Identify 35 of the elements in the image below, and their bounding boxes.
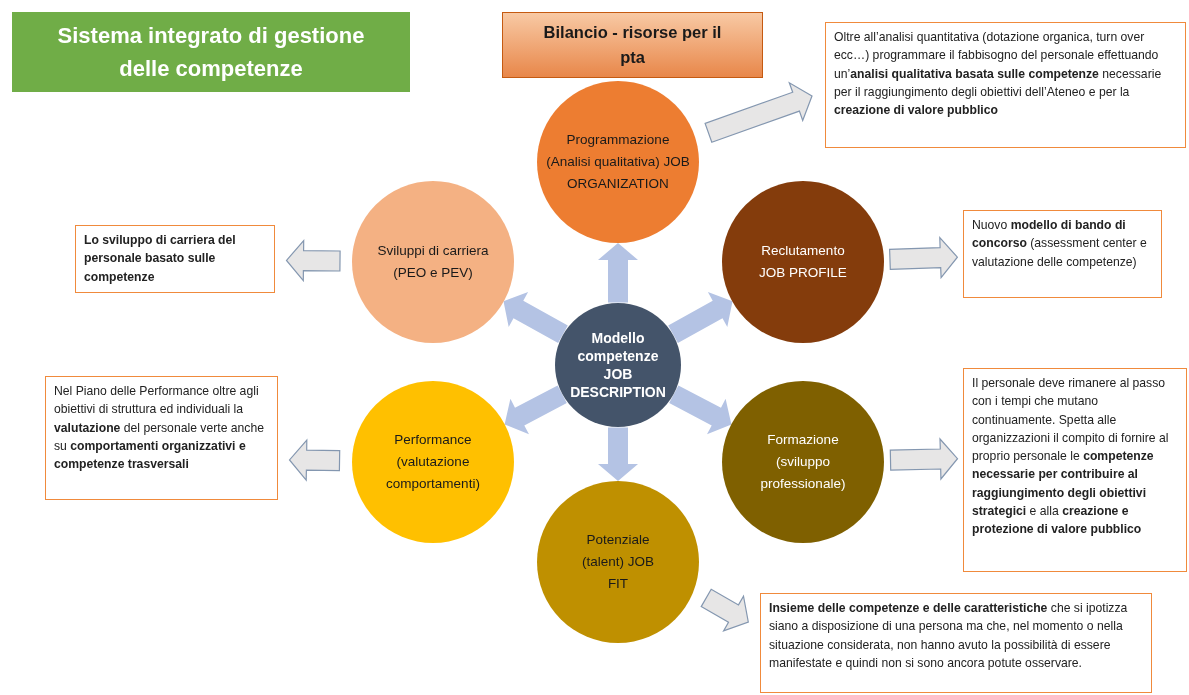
circle-label: Performance (valutazione comportamenti)	[385, 430, 481, 494]
block-arrow	[668, 292, 733, 344]
circle-label: Potenziale (talent) JOB FIT	[581, 530, 655, 594]
block-arrow	[889, 236, 959, 280]
block-arrow	[700, 588, 749, 632]
note-text: Nel Piano delle Performance oltre agli obiettivi di struttura ed individuali la valutazione del personale verte anche su comportamenti organizzativi e competenze trasversali	[54, 383, 265, 474]
circle-label: Modello competenze JOB DESCRIPTION	[569, 328, 667, 402]
note-text: Oltre all’analisi quantitativa (dotazione organica, turn over ecc…) programmare il fabbisogno del personale effettuando un’analisi qualitativa basata sulle competenze necessarie per il raggiungimento degli obiettivi dell’Ateneo e per la creazione di valore pubblico	[834, 29, 1163, 120]
circle-label: Reclutamento JOB PROFILE	[758, 241, 848, 282]
heading-text: Sistema integrato di gestione delle competenze	[56, 22, 366, 83]
note-box	[963, 210, 1162, 298]
block-arrow	[669, 385, 732, 435]
note-box	[75, 225, 275, 293]
block-arrow	[889, 437, 959, 481]
circle-label: Sviluppi di carriera (PEO e PEV)	[376, 241, 490, 282]
note-text: Nuovo modello di bando di concorso (assessment center e valutazione delle competenze)	[972, 217, 1148, 271]
title-banner	[12, 12, 410, 92]
block-arrow	[285, 238, 341, 283]
block-arrow	[504, 385, 567, 435]
note-text: Lo sviluppo di carriera del personale basato sulle competenze	[84, 232, 237, 286]
block-arrow	[598, 243, 638, 303]
note-text: Insieme delle competenze e delle caratteristiche che si ipotizza siano a disposizione di una persona ma che, nel momento o nella situazione considerata, non hanno avuto la possibilità di essere manifestate e quindi non si sono ancora potute osservare.	[769, 600, 1129, 672]
heading-text: Bilancio - risorse per il pta	[542, 22, 723, 68]
block-arrow	[503, 292, 568, 344]
note-box	[45, 376, 278, 500]
note-box	[825, 22, 1186, 148]
block-arrow	[704, 81, 813, 143]
circle-label: Formazione (sviluppo professionale)	[759, 430, 847, 494]
note-box	[963, 368, 1187, 572]
note-box	[760, 593, 1152, 693]
heading-box	[502, 12, 763, 78]
block-arrow	[598, 427, 638, 481]
block-arrow	[288, 438, 341, 482]
circle-label: Programmazione (Analisi qualitativa) JOB ORGANIZATION	[546, 130, 690, 194]
note-text: Il personale deve rimanere al passo con i tempi che mutano continuamente. Spetta alle organizzazioni il compito di fornire al proprio personale le competenze necessarie per contribuire al raggiungimento degli obiettivi strategici e alla creazione e protezione di valore pubblico	[972, 375, 1170, 539]
